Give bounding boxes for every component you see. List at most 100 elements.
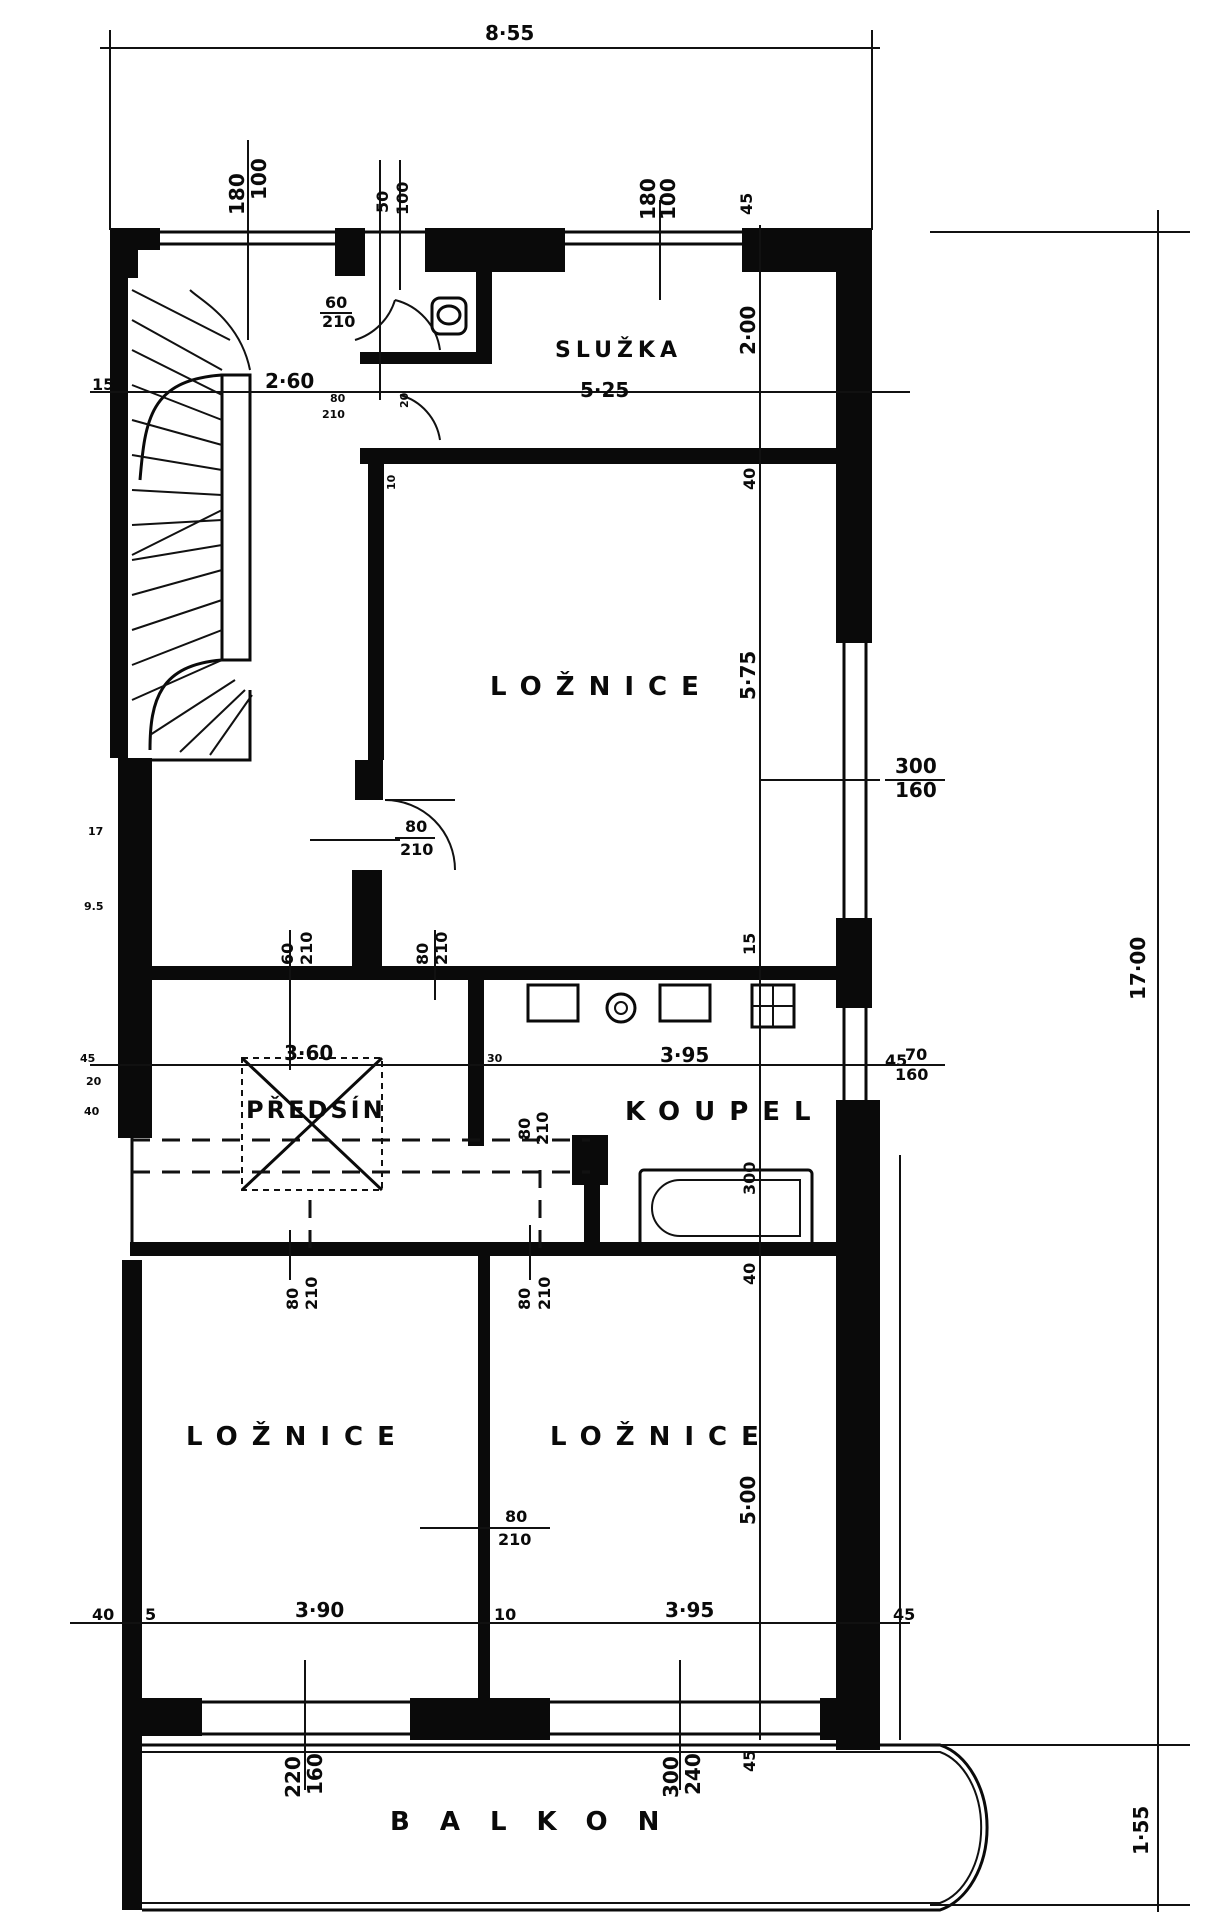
fixtures <box>430 296 814 1248</box>
door-hall-a-top: 60 <box>278 943 297 965</box>
wall-wc-bottom <box>360 352 492 364</box>
predsin-void-box <box>241 1057 383 1191</box>
door-bath-top: 80 <box>515 1118 534 1140</box>
room-label-koupel: KOUPEL <box>625 1097 825 1127</box>
dim-koupel-width: 3·95 <box>660 1043 709 1067</box>
dim-bedroom-right-width: 3·95 <box>665 1598 714 1622</box>
door-hall-a-bottom: 210 <box>297 932 316 965</box>
dim-wall-40-mid: 40 <box>740 1263 759 1285</box>
staircase <box>131 289 253 762</box>
dim-wall-40-top: 40 <box>740 468 759 490</box>
dim-wall-20: 20 <box>398 392 411 408</box>
bathtub-icon <box>638 1168 814 1248</box>
dim-wall-15-left: 15 <box>92 375 114 394</box>
win-stair-bottom: 100 <box>247 158 271 200</box>
dim-wall-95: 9.5 <box>84 900 104 913</box>
dim-sluzka-depth: 2·00 <box>736 306 760 355</box>
dim-stair-width: 2·60 <box>265 369 314 393</box>
room-labels: SLUŽKA LOŽNICE PŘEDSÍN KOUPEL LOŽNICE LO… <box>186 337 825 1837</box>
wall-bedrooms-divider <box>478 1252 490 1702</box>
door-bedroom-bottom: 210 <box>400 840 433 859</box>
wall-bottom-mid-pier <box>410 1698 550 1740</box>
door-hall-b-top: 80 <box>413 943 432 965</box>
win-sluzka-top: 180 <box>636 178 660 220</box>
win-right-bottom: 240 <box>681 1753 705 1795</box>
wall-hall-top <box>152 966 836 980</box>
room-label-sluzka: SLUŽKA <box>555 337 682 363</box>
wall-right-lower <box>836 1100 880 1750</box>
predsin-void-cross-b <box>240 1056 384 1192</box>
fraction-bars <box>320 312 945 1529</box>
door-right-bottom: 210 <box>535 1277 554 1310</box>
dim-bedroom-top-depth: 5·75 <box>736 651 760 700</box>
wall-right-mid <box>836 918 872 1008</box>
wall-top-wc-pier <box>335 228 365 276</box>
wall-top-mid-segment <box>425 228 565 272</box>
washbasin-2-icon <box>658 983 712 1023</box>
dim-wall-45-bottom: 45 <box>740 1750 759 1772</box>
door-left-top: 80 <box>283 1288 302 1310</box>
bath-drain-icon <box>605 992 637 1024</box>
wall-wc-right <box>476 272 492 362</box>
wall-left-mid <box>118 758 152 958</box>
dim-wall-10-mid: 10 <box>494 1605 516 1624</box>
win-sluzka-bottom: 100 <box>656 178 680 220</box>
dim-wall-45-right: 45 <box>893 1605 915 1624</box>
wall-bottom-right-pier <box>820 1698 876 1740</box>
win-left-bottom: 160 <box>303 1753 327 1795</box>
dimension-labels: 8·55 17·00 1·55 2·60 5·25 2·00 5·75 3·60… <box>80 21 1153 1855</box>
dim-balcony-depth: 1·55 <box>1129 1806 1153 1855</box>
room-label-loznice-top: LOŽNICE <box>490 670 713 702</box>
dim-wall-45-left: 45 <box>80 1052 95 1065</box>
room-label-loznice-left: LOŽNICE <box>186 1420 409 1452</box>
win-right-top: 300 <box>659 1756 683 1798</box>
win-stair-top: 180 <box>225 173 249 215</box>
win-bath-bottom: 160 <box>895 1065 928 1084</box>
room-label-predsin: PŘEDSÍN <box>246 1095 386 1124</box>
wall-bath-left <box>468 976 484 1146</box>
wall-bottom-left-pier <box>132 1698 202 1736</box>
opening-labels: 180 100 50 100 180 100 60 210 80 210 300… <box>225 158 937 1798</box>
wall-sluzka-bottom <box>360 448 836 464</box>
dim-wall-17: 17 <box>88 825 103 838</box>
door-between-bottom: 210 <box>498 1530 531 1549</box>
wall-bedroom-left-lower <box>352 870 382 970</box>
dim-wall-30-bath: 30 <box>487 1052 503 1065</box>
dim-wall-15-mid: 15 <box>740 933 759 955</box>
walls <box>110 228 880 1910</box>
wall-bath-inner <box>584 1140 600 1250</box>
dim-wall-10-stair: 10 <box>385 474 398 490</box>
door-hall-b-bottom: 210 <box>432 932 451 965</box>
wall-bedroom-left-upper <box>368 460 384 760</box>
room-label-balkon: BALKON <box>390 1807 689 1837</box>
room-label-loznice-right: LOŽNICE <box>550 1420 773 1452</box>
door-sluzka-top: 80 <box>330 392 346 405</box>
dimension-lines <box>70 30 1190 1912</box>
balcony <box>142 1743 989 1912</box>
win-left-top: 220 <box>281 1756 305 1798</box>
wall-left-lower <box>118 958 152 1138</box>
wall-bedroom-left-pier <box>355 760 383 800</box>
door-wc-bottom: 210 <box>322 312 355 331</box>
dim-wall-300-bath: 300 <box>740 1162 759 1195</box>
dim-wall-40-bottom-left: 40 <box>92 1605 114 1624</box>
door-between-top: 80 <box>505 1507 527 1526</box>
win-bedroom-bottom: 160 <box>895 778 937 802</box>
door-sluzka-bottom: 210 <box>322 408 345 421</box>
win-bedroom-top: 300 <box>895 754 937 778</box>
dim-sluzka-width: 5·25 <box>580 378 629 402</box>
predsin-void <box>132 1056 590 1250</box>
win-bath-top: 70 <box>905 1045 927 1064</box>
dim-wall-45-top: 45 <box>737 193 756 215</box>
wall-left-bottom <box>122 1260 142 1910</box>
washbasin-1-icon <box>526 983 580 1023</box>
wall-left-upper <box>110 228 128 758</box>
wall-right-upper <box>836 228 872 643</box>
dim-wall-40-left: 40 <box>84 1105 100 1118</box>
door-left-bottom: 210 <box>302 1277 321 1310</box>
win-wc-top: 50 <box>373 191 392 213</box>
dim-overall-length: 17·00 <box>1126 937 1150 1000</box>
door-bedroom-top: 80 <box>405 817 427 836</box>
door-wc-top: 60 <box>325 293 347 312</box>
